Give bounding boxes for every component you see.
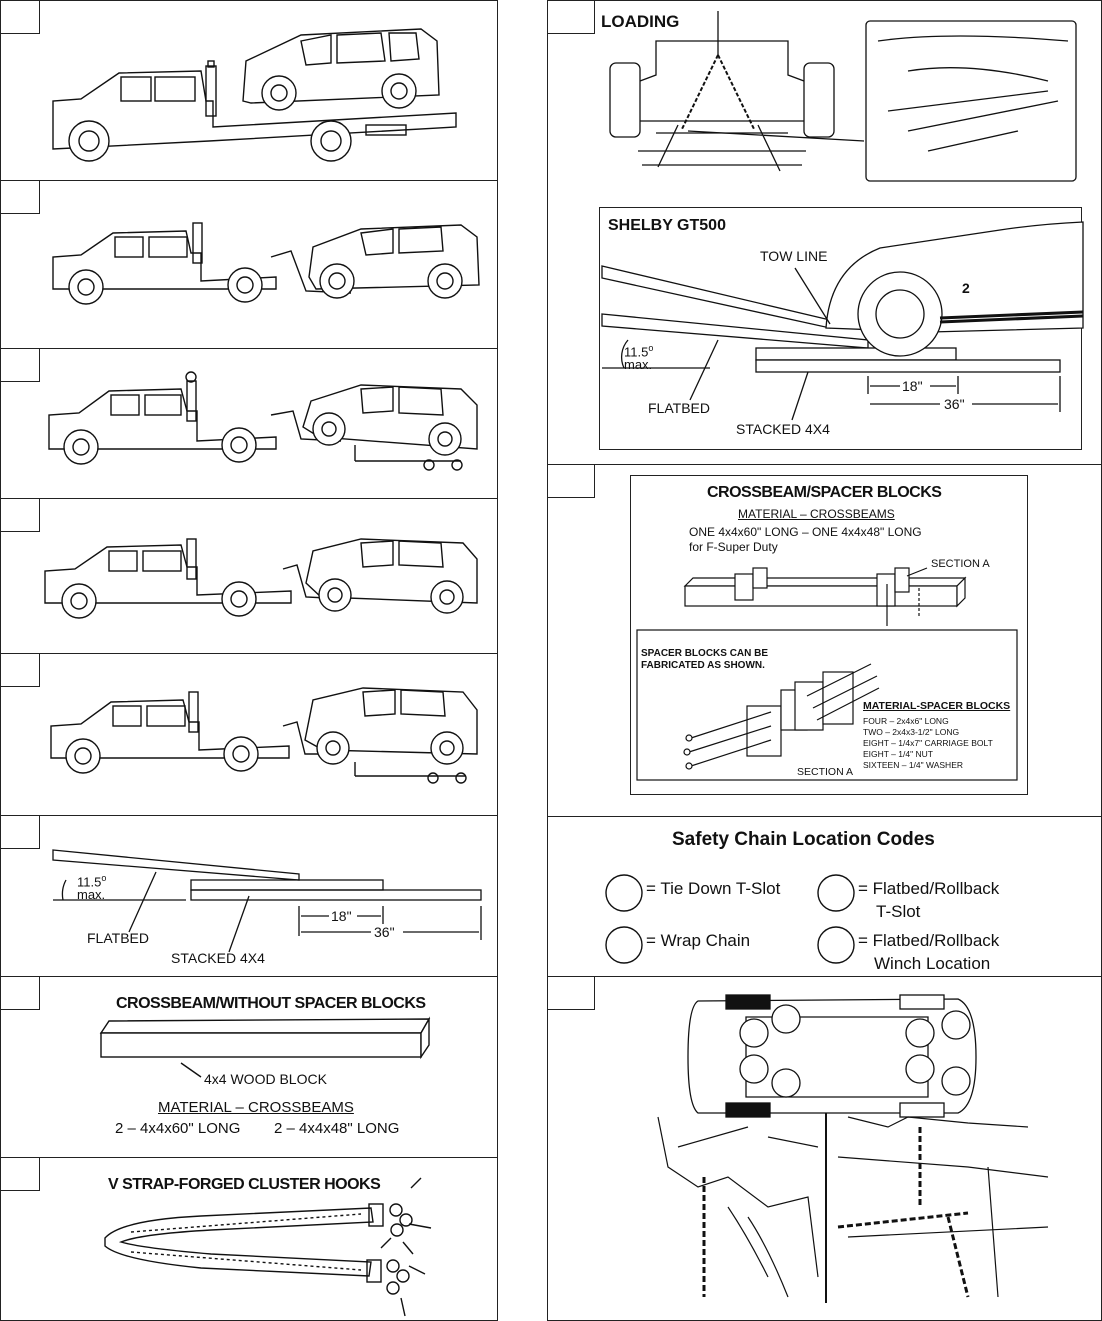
- panel-crossbeam-spacer: CROSSBEAM/SPACER BLOCKS MATERIAL – CROSS…: [547, 464, 1102, 817]
- panel-tab: [1, 816, 40, 849]
- panel-wheel-lift-dolly-2: [0, 653, 498, 816]
- chain-codes-title: Safety Chain Location Codes: [672, 829, 935, 850]
- angle-max: max.: [77, 887, 106, 903]
- spacer-item: TWO – 2x4x3-1/2" LONG: [863, 727, 960, 737]
- spacer-item: EIGHT – 1/4" NUT: [863, 749, 933, 759]
- panel-tab: [1, 1158, 40, 1191]
- code-flatbed-tslot-1: = Flatbed/Rollback: [858, 879, 1000, 898]
- spacer-note-line1: SPACER BLOCKS CAN BE: [641, 648, 769, 659]
- code-circles: [605, 874, 855, 964]
- tow-line-label: TOW LINE: [760, 248, 828, 264]
- shelby-angle-max: max.: [624, 357, 653, 373]
- panel-wheel-lift-dolly: [0, 348, 498, 499]
- wheel-lift-truck-illustration: [52, 222, 480, 305]
- panel-chain-locations: [547, 976, 1102, 1321]
- code-tie-down: = Tie Down T-Slot: [646, 879, 781, 898]
- panel-tab: [1, 1, 40, 34]
- stacked-4x4-label: STACKED 4X4: [171, 950, 265, 966]
- shelby-angle-value: 11.5: [624, 344, 649, 360]
- panel-flatbed-angle: 11.5o max. FLATBED STACKED 4X4 18" 36": [0, 815, 498, 977]
- v-strap-title: V STRAP-FORGED CLUSTER HOOKS: [108, 1176, 381, 1193]
- tie-down-circle-icon: [605, 874, 643, 912]
- panel-tab: [1, 499, 40, 532]
- material-crossbeams-title: MATERIAL – CROSSBEAMS: [158, 1099, 354, 1116]
- panel-tab: [1, 349, 40, 382]
- panel-flatbed-tow: [0, 0, 498, 181]
- shelby-flatbed-label: FLATBED: [648, 400, 710, 416]
- spacer-material-title: MATERIAL-SPACER BLOCKS: [863, 700, 1011, 712]
- wheel-lift-dolly-2-illustration: [50, 687, 478, 784]
- flatbed-label: FLATBED: [87, 930, 149, 946]
- shelby-stacked-label: STACKED 4X4: [736, 421, 830, 437]
- shelby-dim-36: 36": [944, 396, 965, 412]
- wheel-lift-dolly-illustration: [48, 371, 478, 471]
- section-a-bottom-label: SECTION A: [797, 766, 854, 778]
- shelby-dim-18: 18": [902, 378, 923, 394]
- dimension-18: 18": [331, 908, 352, 924]
- spacer-item: FOUR – 2x4x6" LONG: [863, 716, 949, 726]
- vehicle-top-view-illustration: [657, 994, 1049, 1303]
- wrap-chain-circle-icon: [605, 926, 643, 964]
- spacer-material-list: FOUR – 2x4x6" LONG TWO – 2x4x3-1/2" LONG…: [863, 716, 993, 771]
- code-flatbed-tslot-2: T-Slot: [876, 902, 921, 921]
- section-a-label: SECTION A: [931, 558, 990, 570]
- code-flatbed-winch-2: Winch Location: [874, 954, 991, 973]
- v-strap-illustration: [104, 1177, 432, 1317]
- shelby-ramp-diagram: [601, 221, 1084, 421]
- shelby-inset: SHELBY GT500 TOW LINE 2: [599, 207, 1084, 450]
- spacer-item: SIXTEEN – 1/4" WASHER: [863, 760, 964, 770]
- dimension-36: 36": [374, 924, 395, 940]
- crossbeam-spacer-diagram: [636, 567, 1018, 781]
- panel-tab: [548, 1, 595, 34]
- crossbeam-material-title: MATERIAL – CROSSBEAMS: [738, 507, 895, 521]
- panel-tab: [1, 977, 40, 1010]
- angle-value: 11.5: [77, 874, 102, 890]
- loading-chain-illustration: [609, 11, 1077, 182]
- panel-v-strap: V STRAP-FORGED CLUSTER HOOKS: [0, 1157, 498, 1321]
- spacer-item: EIGHT – 1/4x7" CARRIAGE BOLT: [863, 738, 993, 748]
- material-48: 2 – 4x4x48" LONG: [274, 1120, 400, 1137]
- panel-wheel-lift-2: [0, 498, 498, 654]
- angle-label: 11.5o max.: [77, 872, 106, 901]
- panel-tab: [1, 181, 40, 214]
- flatbed-truck-illustration: [52, 28, 457, 162]
- flatbed-winch-circle-icon: [817, 926, 855, 964]
- wood-block-label: 4x4 WOOD BLOCK: [204, 1071, 327, 1087]
- panel-tab: [548, 977, 595, 1010]
- crossbeam-spacer-frame: CROSSBEAM/SPACER BLOCKS MATERIAL – CROSS…: [630, 475, 1028, 795]
- shelby-angle: 11.5o max.: [624, 342, 653, 371]
- material-60: 2 – 4x4x60" LONG: [115, 1120, 241, 1137]
- panel-wheel-lift-tow: [0, 180, 498, 349]
- loading-title: LOADING: [601, 12, 680, 31]
- crossbeam-material-line1: ONE 4x4x60" LONG – ONE 4x4x48" LONG: [689, 525, 922, 539]
- crossbeam-no-spacer-title: CROSSBEAM/WITHOUT SPACER BLOCKS: [116, 995, 426, 1012]
- shelby-angle-degree: o: [648, 343, 654, 353]
- code-wrap-chain: = Wrap Chain: [646, 931, 751, 950]
- panel-tab: [1, 654, 40, 687]
- shelby-title: SHELBY GT500: [608, 217, 726, 234]
- crossbeam-spacer-title: CROSSBEAM/SPACER BLOCKS: [707, 484, 942, 501]
- panel-chain-codes: Safety Chain Location Codes = Tie Down T…: [547, 816, 1102, 977]
- panel-loading: LOADING SHELBY GT500: [547, 0, 1102, 465]
- panel-tab: [548, 465, 595, 498]
- angle-degree: o: [101, 873, 107, 883]
- flatbed-tslot-circle-icon: [817, 874, 855, 912]
- badge-number: 2: [962, 280, 970, 296]
- code-flatbed-winch-1: = Flatbed/Rollback: [858, 931, 1000, 950]
- spacer-note-line2: FABRICATED AS SHOWN.: [641, 660, 765, 671]
- flatbed-angle-diagram: [52, 849, 482, 953]
- spacer-note: SPACER BLOCKS CAN BE FABRICATED AS SHOWN…: [641, 648, 768, 672]
- wood-block-diagram: [99, 1016, 431, 1078]
- crossbeam-material-line2: for F-Super Duty: [689, 540, 778, 554]
- wheel-lift-2-illustration: [44, 538, 478, 619]
- panel-crossbeam-no-spacer: CROSSBEAM/WITHOUT SPACER BLOCKS 4x4 WOOD…: [0, 976, 498, 1158]
